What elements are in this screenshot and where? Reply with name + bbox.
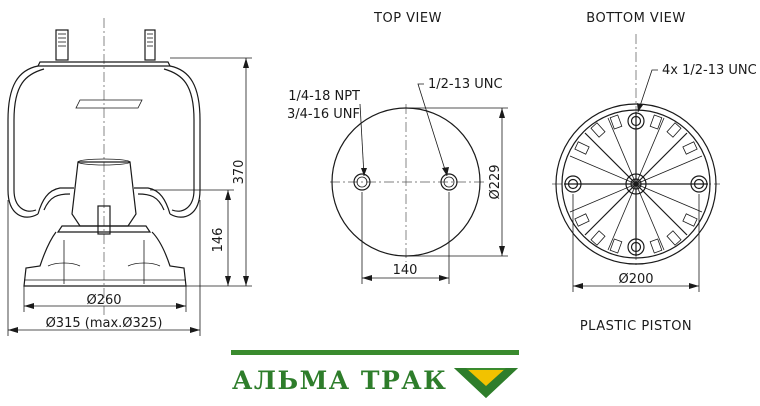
- spacing-label: 140: [393, 263, 418, 278]
- top-diameter-label: Ø229: [488, 164, 503, 199]
- height-overall-label: 370: [232, 160, 247, 185]
- piston-pockets: [574, 114, 698, 254]
- top-view-title: TOP VIEW: [373, 11, 442, 26]
- brand-chevron-logo: [454, 368, 518, 398]
- top-studs: [55, 29, 156, 61]
- stud-label: 1/2-13 UNC: [428, 77, 503, 92]
- piston-type-label: PLASTIC PISTON: [580, 319, 692, 334]
- label-plate: [75, 99, 143, 109]
- dia-bellow-label: Ø315 (max.Ø325): [46, 316, 163, 331]
- air-port: [353, 173, 371, 191]
- bottom-diameter-label: Ø200: [618, 272, 653, 287]
- bottom-view-title: BOTTOM VIEW: [586, 11, 685, 26]
- leader-stud: [417, 83, 448, 177]
- leader-port: [359, 103, 365, 177]
- dim-200: [572, 194, 700, 292]
- dim-260: [23, 286, 187, 312]
- dim-146: [150, 189, 234, 286]
- bellow-right: [169, 65, 201, 218]
- brand-divider: [231, 350, 519, 355]
- bolt-holes: [564, 112, 708, 256]
- stud-hole: [440, 173, 458, 191]
- bellow-left: [7, 65, 39, 218]
- dim-370: [170, 57, 252, 287]
- piston-body: [23, 231, 187, 287]
- port-label-unf: 3/4-16 UNF: [287, 107, 360, 122]
- height-piston-label: 146: [211, 228, 226, 253]
- brand-name: АЛЬМА ТРАК: [232, 366, 448, 395]
- center-hub: [625, 173, 647, 195]
- piston-outer-ring: [555, 103, 717, 265]
- dim-315: [7, 200, 201, 336]
- piston-top: [56, 225, 152, 233]
- side-view: 370 146 Ø260 Ø315 (max.Ø325): [7, 18, 252, 336]
- dia-piston-label: Ø260: [86, 293, 121, 308]
- dim-229: [406, 107, 508, 257]
- port-label-npt: 1/4-18 NPT: [288, 89, 360, 104]
- piston-ribs: [564, 112, 708, 256]
- top-view: TOP VIEW 1/4-18 NPT 3/4-16 UNF 1/2-13 UN…: [287, 11, 508, 284]
- center-bolt: [97, 205, 111, 235]
- leader-bolts: [637, 69, 658, 113]
- bolt-label: 4x 1/2-13 UNC: [662, 63, 757, 78]
- dim-140: [361, 192, 450, 284]
- bottom-view: BOTTOM VIEW: [552, 11, 757, 334]
